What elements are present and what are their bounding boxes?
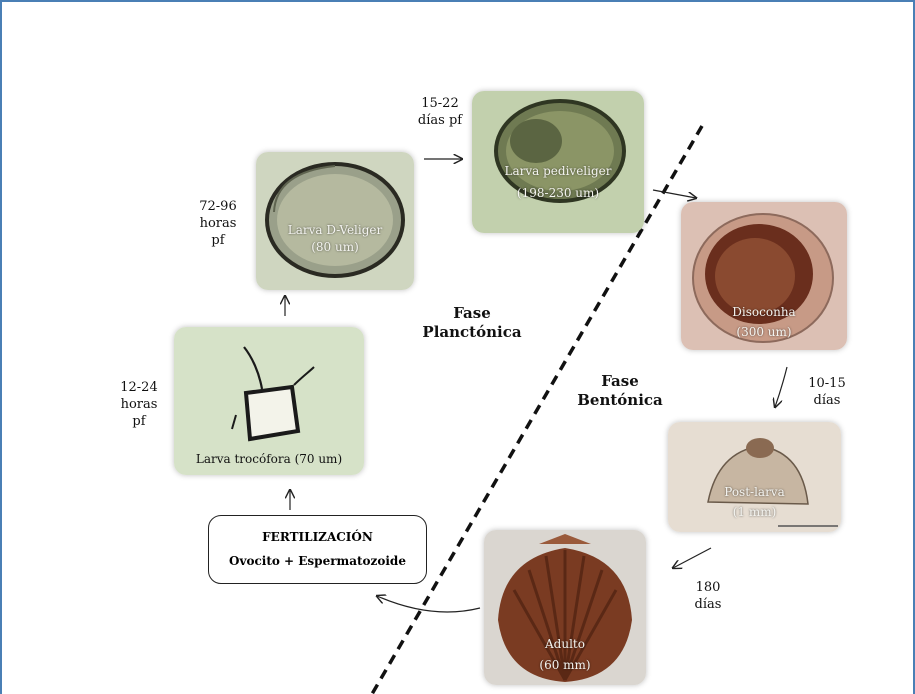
fertilization-box: FERTILIZACIÓN Ovocito + Espermatozoide [208,515,427,584]
dveliger-label-line2: (80 um) [256,239,414,256]
fertilization-subtitle: Ovocito + Espermatozoide [209,554,426,568]
postlarva-label-line1: Post-larva [668,484,841,501]
time-72-96-horas: 72-96 horas pf [192,198,244,249]
adulto-label-line1: Adulto [484,636,646,653]
dveliger-label-line1: Larva D-Veliger [256,222,414,239]
pediveliger-label-line2: (198-230 um) [472,185,644,202]
postlarva-label-line2: (1 mm) [668,504,841,521]
stage-postlarva: Post-larva (1 mm) [668,422,841,532]
fertilization-title: FERTILIZACIÓN [209,530,426,544]
dveliger-image [256,152,414,290]
time-10-15-dias: 10-15 días [802,375,852,409]
phase-planctonica: Fase Planctónica [417,304,527,342]
stage-disoconha: Disoconha (300 um) [681,202,847,350]
disoconha-label-line2: (300 um) [681,324,847,341]
time-180-dias: 180 días [686,579,730,613]
time-12-24-horas: 12-24 horas pf [114,379,164,430]
arrow-disoconha-to-postlarva [775,367,787,407]
stage-dveliger: Larva D-Veliger (80 um) [256,152,414,290]
time-15-22-dias: 15-22 días pf [412,95,468,129]
disoconha-label-line1: Disoconha [681,304,847,321]
arrow-postlarva-to-adulto [673,548,711,568]
stage-trocofora: Larva trocófora (70 um) [174,327,364,475]
pediveliger-image [472,91,644,233]
stage-adulto: Adulto (60 mm) [484,530,646,685]
stage-pediveliger: Larva pediveliger (198-230 um) [472,91,644,233]
phase-bentonica: Fase Bentónica [570,372,670,410]
trocofora-label: Larva trocófora (70 um) [174,451,364,468]
adulto-label-line2: (60 mm) [484,657,646,674]
pediveliger-label-line1: Larva pediveliger [472,163,644,180]
arrow-pediveliger-to-disoconha [653,190,696,198]
